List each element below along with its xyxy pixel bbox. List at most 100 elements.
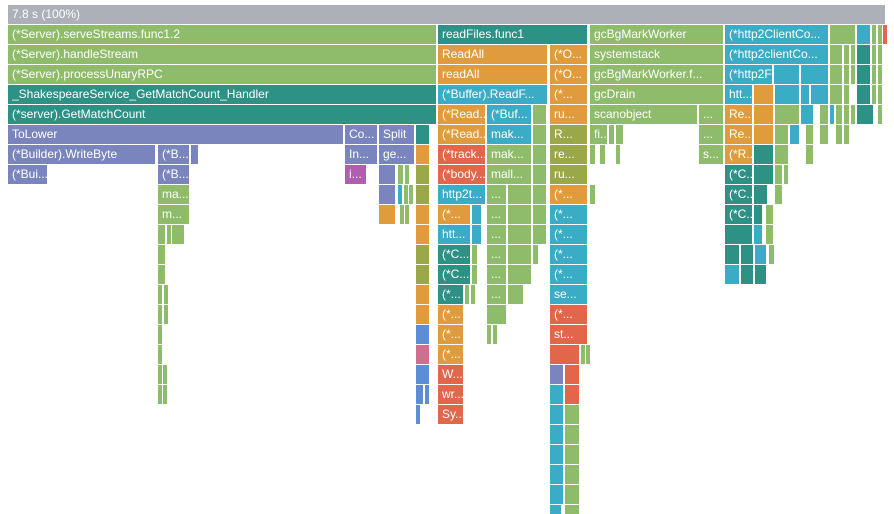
flame-frame[interactable]: [508, 185, 532, 205]
flame-frame[interactable]: [769, 245, 775, 265]
flame-frame[interactable]: (*...: [550, 225, 588, 245]
flame-frame[interactable]: ...: [487, 225, 507, 245]
flame-frame[interactable]: (*Server).serveStreams.func1.2: [8, 25, 437, 45]
flame-frame[interactable]: [836, 105, 843, 125]
flame-frame[interactable]: m...: [158, 205, 190, 225]
flame-frame[interactable]: ...: [487, 285, 507, 305]
flame-frame[interactable]: [754, 225, 763, 245]
flame-frame[interactable]: [379, 205, 396, 225]
flame-frame[interactable]: [790, 125, 800, 145]
flame-frame[interactable]: [416, 205, 430, 225]
flame-frame[interactable]: scanobject: [590, 105, 698, 125]
flame-frame[interactable]: ...: [699, 125, 724, 145]
flame-frame[interactable]: [508, 245, 532, 265]
flame-frame[interactable]: (*server).GetMatchCount: [8, 105, 437, 125]
flame-frame[interactable]: (*O...: [550, 45, 588, 65]
flame-frame[interactable]: [830, 25, 856, 45]
flame-frame[interactable]: [741, 245, 754, 265]
flame-frame[interactable]: [830, 105, 835, 125]
flame-frame[interactable]: (*...: [550, 185, 588, 205]
flame-frame[interactable]: [533, 185, 547, 205]
flame-frame[interactable]: s...: [699, 145, 724, 165]
flame-frame[interactable]: (*track...: [438, 145, 486, 165]
flame-frame[interactable]: (*...: [550, 305, 588, 325]
flame-frame[interactable]: [784, 165, 789, 185]
flame-frame[interactable]: [508, 265, 532, 285]
flame-frame[interactable]: [878, 45, 883, 65]
flame-frame[interactable]: [844, 45, 850, 65]
flame-frame[interactable]: (*...: [438, 305, 464, 325]
flame-frame[interactable]: [801, 105, 814, 125]
flame-frame[interactable]: (*...: [550, 265, 588, 285]
flame-frame[interactable]: (*C...: [725, 165, 753, 185]
flame-frame[interactable]: [844, 105, 850, 125]
flame-frame[interactable]: (*B...: [158, 165, 190, 185]
flame-frame[interactable]: [565, 385, 580, 405]
flame-frame[interactable]: [754, 105, 774, 125]
flame-frame[interactable]: [844, 125, 850, 145]
flame-frame[interactable]: (*Buffer).ReadF...: [438, 85, 548, 105]
flame-frame[interactable]: [416, 325, 430, 345]
flame-frame[interactable]: [878, 65, 883, 85]
flame-frame[interactable]: [550, 345, 580, 365]
flame-frame[interactable]: [416, 385, 424, 405]
flame-frame[interactable]: fi...: [590, 125, 608, 145]
flame-frame[interactable]: (*Read...: [438, 105, 486, 125]
flame-frame[interactable]: [416, 305, 430, 325]
flame-frame[interactable]: [550, 445, 564, 465]
flame-frame[interactable]: [609, 125, 615, 145]
flame-frame[interactable]: [471, 285, 476, 305]
flame-frame[interactable]: (*Read...: [438, 125, 486, 145]
flame-frame[interactable]: [163, 385, 168, 405]
flame-frame[interactable]: gcBgMarkWorker.f...: [590, 65, 724, 85]
flame-frame[interactable]: [878, 85, 883, 105]
flame-frame[interactable]: ma...: [158, 185, 190, 205]
flame-frame[interactable]: [416, 145, 430, 165]
flame-frame[interactable]: ReadAll: [438, 45, 548, 65]
flame-frame[interactable]: (*R...: [725, 145, 753, 165]
flame-frame[interactable]: [180, 225, 185, 245]
flame-frame[interactable]: readAll: [438, 65, 548, 85]
flame-frame[interactable]: [775, 105, 800, 125]
flame-frame[interactable]: ...: [487, 265, 507, 285]
flame-frame[interactable]: [416, 365, 430, 385]
flame-frame[interactable]: [774, 65, 800, 85]
flame-frame[interactable]: [754, 85, 774, 105]
flame-frame[interactable]: [416, 125, 430, 145]
flame-frame[interactable]: [851, 45, 856, 65]
flame-frame[interactable]: [416, 265, 430, 285]
flame-frame[interactable]: (*http2clientCo...: [725, 45, 829, 65]
flame-frame[interactable]: [158, 305, 163, 325]
flame-frame[interactable]: (*...: [550, 245, 588, 265]
flame-frame[interactable]: (*Bui...: [8, 165, 48, 185]
flame-frame[interactable]: [533, 205, 547, 225]
flame-frame[interactable]: [725, 225, 753, 245]
flame-frame[interactable]: [167, 225, 172, 245]
flame-frame[interactable]: (*Server).handleStream: [8, 45, 437, 65]
flame-frame[interactable]: W...: [438, 365, 464, 385]
flame-frame[interactable]: (*...: [438, 325, 464, 345]
flame-frame[interactable]: (*C...: [438, 265, 471, 285]
flame-frame[interactable]: [565, 485, 580, 505]
flame-frame[interactable]: (*C...: [438, 245, 471, 265]
flame-frame[interactable]: ...: [487, 205, 507, 225]
flame-frame[interactable]: [472, 225, 482, 245]
flame-frame[interactable]: ToLower: [8, 125, 344, 145]
flame-frame[interactable]: [600, 145, 606, 165]
flame-frame[interactable]: readFiles.func1: [438, 25, 588, 45]
flame-frame[interactable]: (*C...: [725, 205, 753, 225]
flame-frame[interactable]: [754, 125, 774, 145]
flame-frame[interactable]: [872, 85, 877, 105]
flame-frame[interactable]: http2t...: [438, 185, 486, 205]
flame-frame[interactable]: [400, 205, 405, 225]
flame-frame[interactable]: [158, 285, 163, 305]
flame-frame[interactable]: [158, 385, 163, 405]
flame-frame[interactable]: ...: [487, 245, 507, 265]
flame-frame[interactable]: [741, 265, 754, 285]
flame-frame[interactable]: (*...: [550, 205, 588, 225]
flame-frame[interactable]: [775, 185, 783, 205]
flame-frame[interactable]: [755, 265, 767, 285]
flame-frame[interactable]: se...: [550, 285, 588, 305]
flame-frame[interactable]: ...: [487, 185, 507, 205]
flame-frame[interactable]: [550, 405, 564, 425]
